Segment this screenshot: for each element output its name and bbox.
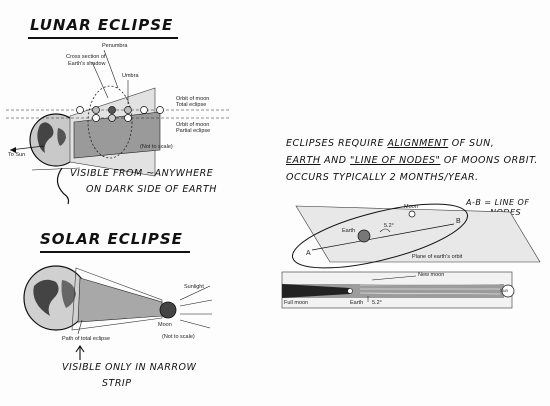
label-earth-strip: Earth [350,300,363,306]
label-full-moon: Full moon [284,300,308,306]
label-angle-strip: 5.2° [372,300,382,306]
label-new-moon: New moon [418,272,444,278]
earth-strip-marker [348,289,353,294]
label-sun-strip: Sun [500,288,508,293]
